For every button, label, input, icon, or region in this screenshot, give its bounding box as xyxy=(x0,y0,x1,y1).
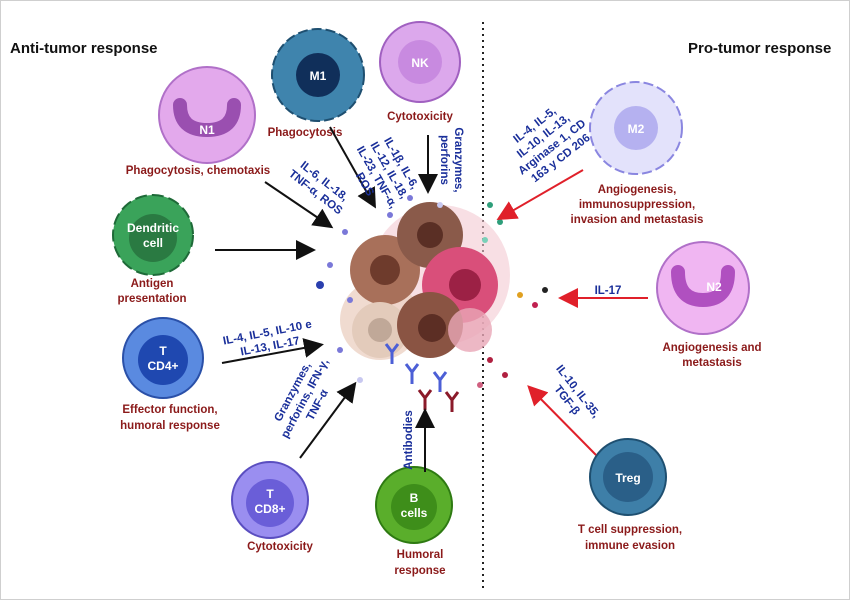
cd4-t-cell: T CD4+ xyxy=(122,317,204,399)
m1-arrow xyxy=(329,126,376,209)
dendritic-function-1: Antigen xyxy=(131,278,174,290)
cd8-arrow xyxy=(299,381,357,459)
pro-tumor-heading: Pro-tumor response xyxy=(688,40,831,57)
n1-arrow xyxy=(264,181,334,229)
svg-text:M1: M1 xyxy=(310,69,327,83)
treg-function-2: immune evasion xyxy=(585,540,675,552)
svg-text:Treg: Treg xyxy=(615,471,640,485)
cd8-t-cell: T CD8+ xyxy=(231,461,309,539)
cytokine-dots xyxy=(316,195,548,388)
m2-function-1: Angiogenesis, xyxy=(598,184,677,196)
svg-text:CD8+: CD8+ xyxy=(254,502,285,516)
b-cytokines: Antibodies xyxy=(403,410,415,469)
tumor-cluster xyxy=(340,202,510,360)
arrows xyxy=(215,126,648,472)
m2-function-3: invasion and metastasis xyxy=(571,214,704,226)
n1-cell: N1 xyxy=(158,66,256,164)
m2-function-2: immunosuppression, xyxy=(579,199,695,211)
m2-cell: M2 xyxy=(589,81,683,175)
b-function-2: response xyxy=(394,565,445,577)
svg-text:perforins: perforins xyxy=(438,135,450,185)
svg-text:cells: cells xyxy=(401,506,428,520)
cd4-function-1: Effector function, xyxy=(122,404,217,416)
svg-text:N2: N2 xyxy=(706,280,722,294)
antibodies xyxy=(384,343,460,412)
dendritic-cell: Dendritic cell xyxy=(112,194,194,276)
m1-function: Phagocytosis xyxy=(268,127,343,139)
b-function-1: Humoral xyxy=(397,549,444,561)
dendritic-function-2: presentation xyxy=(117,293,186,305)
m2-arrow xyxy=(496,169,584,221)
n2-function-2: metastasis xyxy=(682,357,741,369)
svg-text:cell: cell xyxy=(143,236,163,250)
svg-text:Granzymes,: Granzymes, xyxy=(452,127,464,192)
m1-cell: M1 xyxy=(271,28,365,122)
treg-arrow xyxy=(527,385,597,456)
cd8-function: Cytotoxicity xyxy=(247,541,313,553)
treg-function-1: T cell suppression, xyxy=(578,524,682,536)
svg-text:B: B xyxy=(410,491,419,505)
b-cell: B cells xyxy=(375,466,453,544)
anti-tumor-heading: Anti-tumor response xyxy=(10,40,158,57)
svg-text:Antibodies: Antibodies xyxy=(403,410,415,469)
nk-cytokines: Granzymes, perforins xyxy=(438,127,464,192)
svg-text:T: T xyxy=(266,487,274,501)
svg-text:CD4+: CD4+ xyxy=(147,359,178,373)
svg-text:NK: NK xyxy=(411,56,429,70)
svg-text:M2: M2 xyxy=(628,122,645,136)
nk-function: Cytotoxicity xyxy=(387,111,453,123)
svg-text:N1: N1 xyxy=(199,123,215,137)
cd4-function-2: humoral response xyxy=(120,420,220,432)
svg-text:Dendritic: Dendritic xyxy=(127,221,179,235)
svg-text:T: T xyxy=(159,344,167,358)
nk-cell: NK xyxy=(379,21,461,103)
n1-function: Phagocytosis, chemotaxis xyxy=(126,165,270,177)
treg-cell: Treg xyxy=(589,438,667,516)
n2-cytokines: IL-17 xyxy=(595,285,622,297)
n2-function-1: Angiogenesis and xyxy=(662,342,761,354)
n2-cell: N2 xyxy=(656,241,750,335)
cd4-arrow xyxy=(221,338,324,364)
